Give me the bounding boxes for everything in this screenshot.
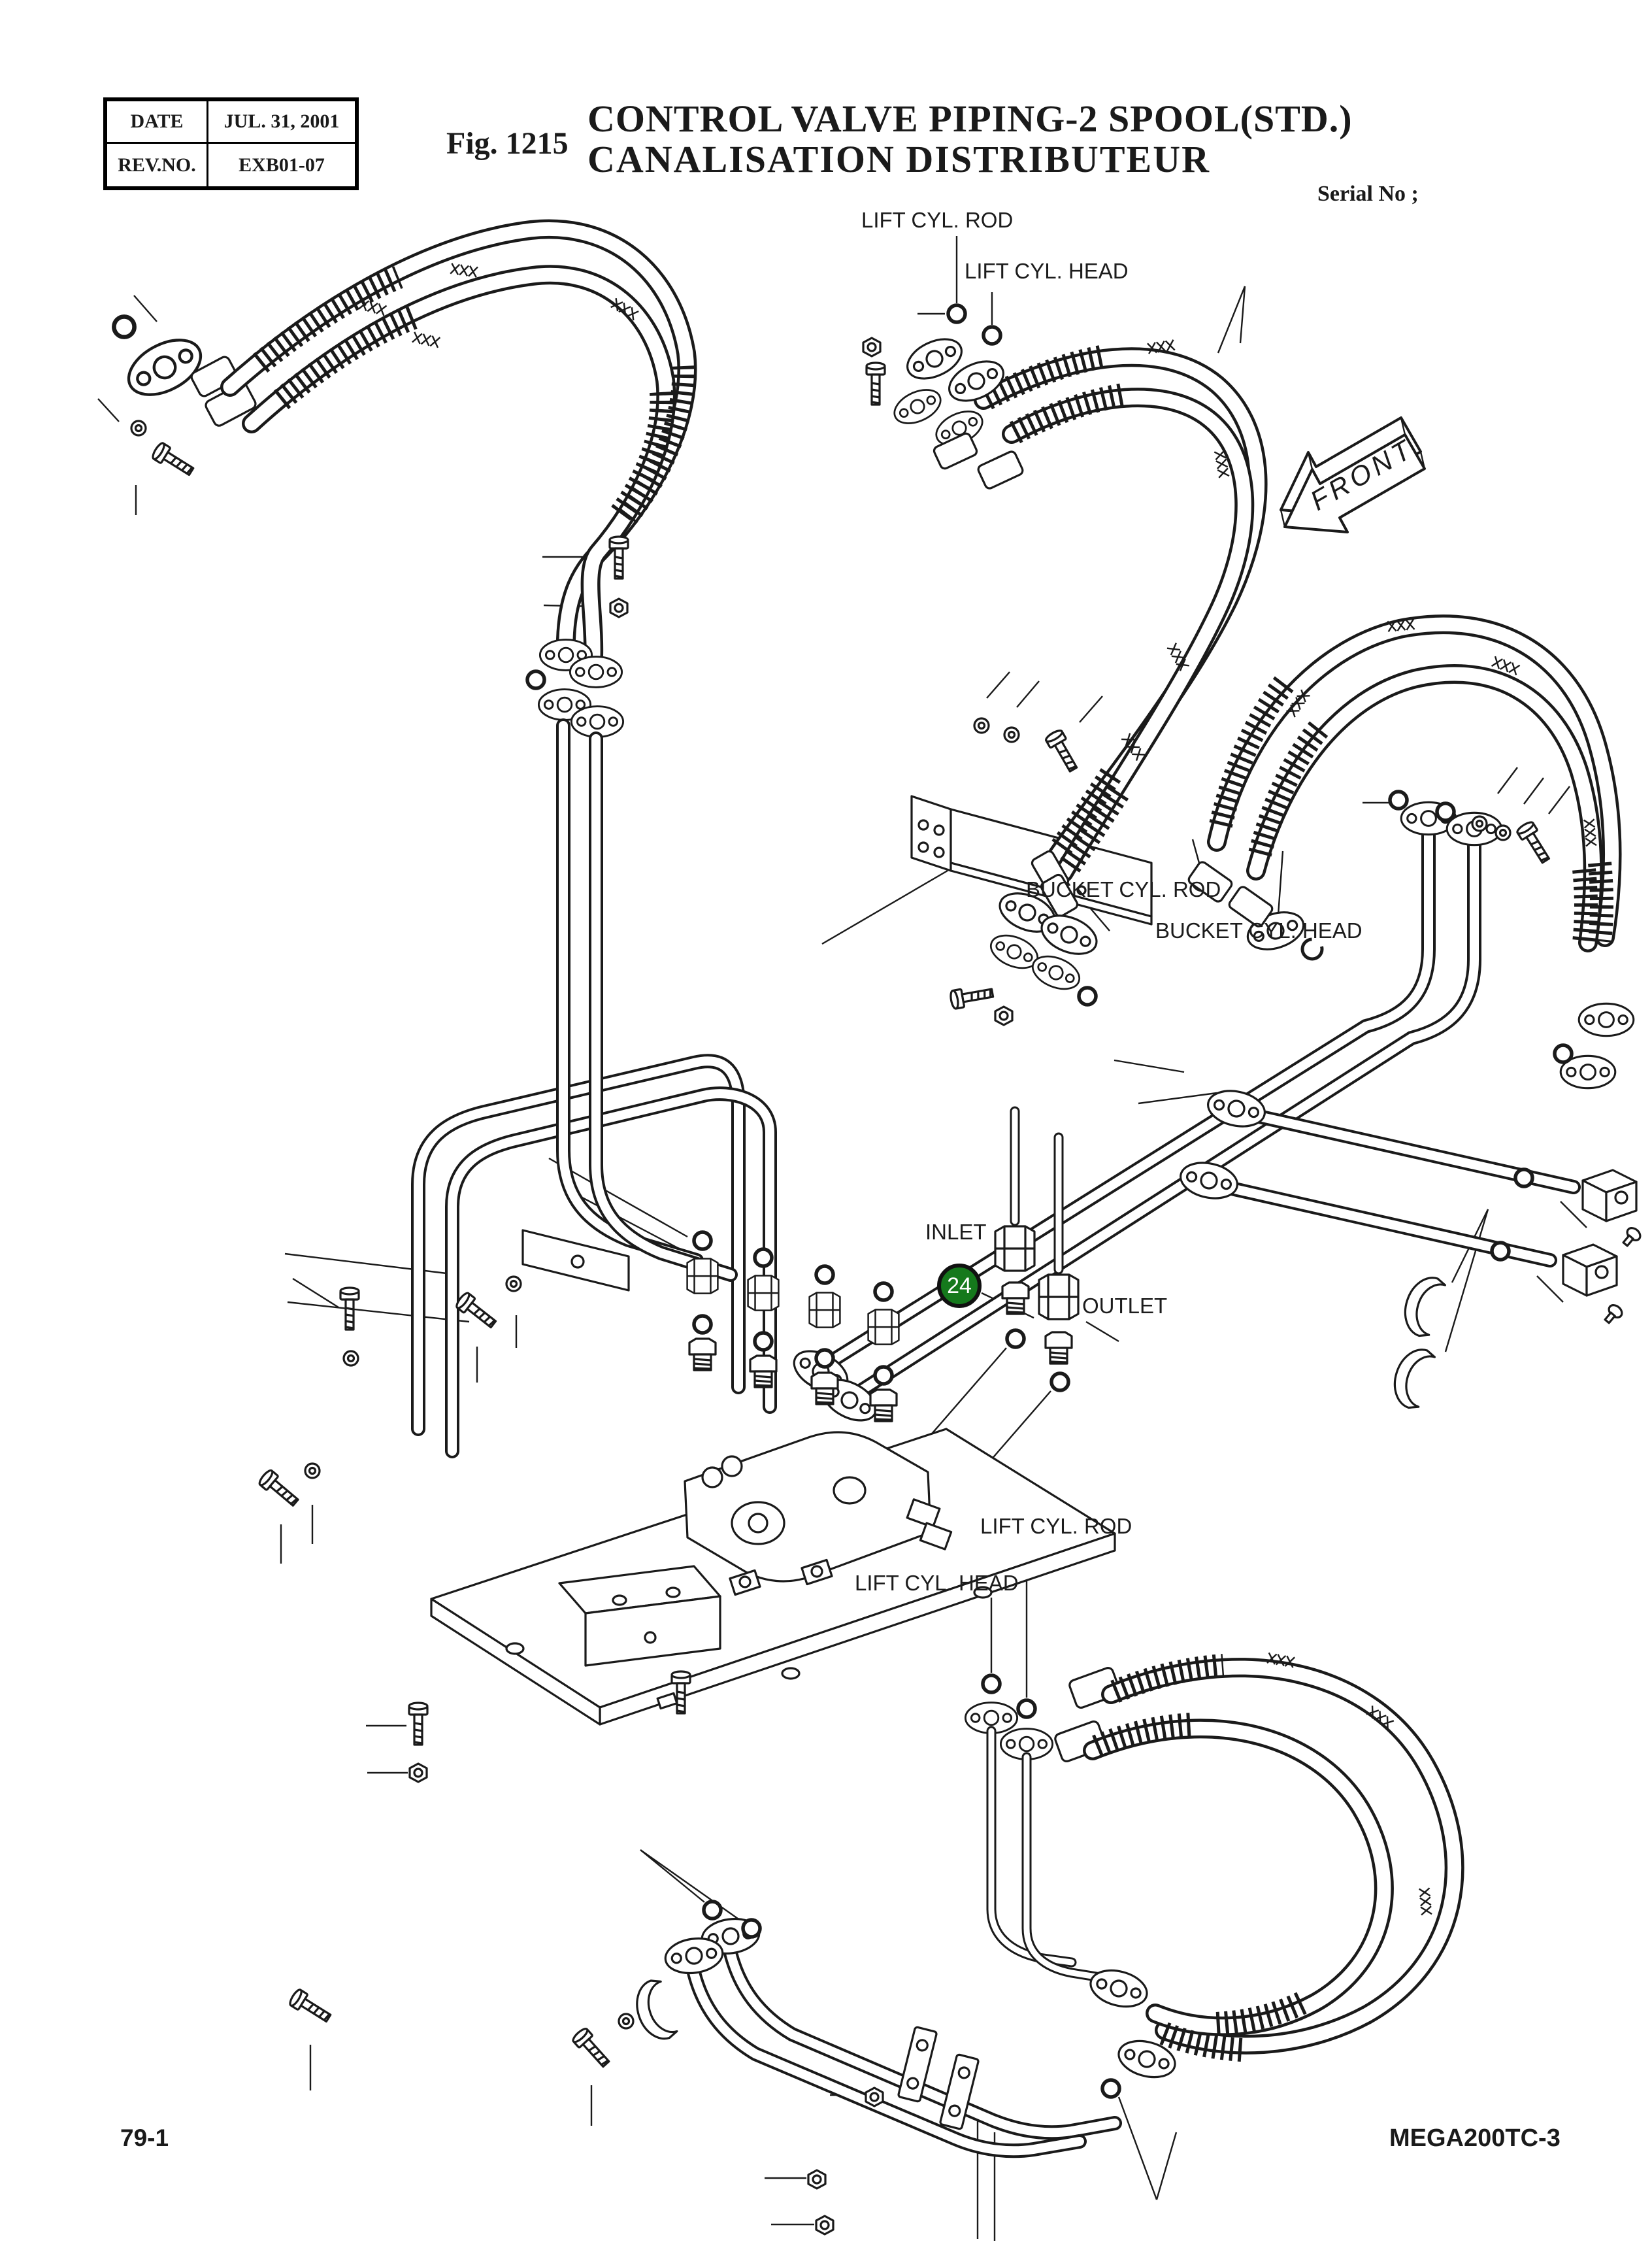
screw-icon (1619, 1224, 1644, 1250)
label-outlet: OUTLET (1082, 1294, 1168, 1318)
model-code: MEGA200TC-3 (1389, 2124, 1561, 2152)
bottom-bracket (558, 1565, 721, 1667)
page-number: 79-1 (120, 2124, 169, 2151)
flange-icon (120, 329, 210, 406)
page-title-french: CANALISATION DISTRIBUTEUR (587, 138, 1210, 180)
control-valve-rigid-pipes (411, 792, 1503, 1458)
serial-no-label: Serial No ; (1317, 182, 1419, 206)
outlet-fitting-icon (1038, 1273, 1080, 1320)
label-lift-cyl-rod-bottom: LIFT CYL. ROD (980, 1514, 1132, 1538)
screw-icon (1600, 1301, 1626, 1327)
date-label: DATE (107, 101, 208, 144)
revision-table: DATE JUL. 31, 2001 REV.NO. EXB01-07 (103, 97, 359, 190)
lift-cylinder-hose-assembly-bottom (287, 1565, 1464, 2236)
page-title-english: CONTROL VALVE PIPING-2 SPOOL(STD.) (587, 97, 1353, 140)
control-valve-body (684, 1431, 953, 1596)
label-lift-cyl-rod-top: LIFT CYL. ROD (861, 208, 1014, 232)
front-direction-arrow: FRONT (1280, 416, 1426, 533)
part-callout-24[interactable]: 24 (937, 1264, 982, 1308)
figure-number: Fig. 1215 (446, 126, 569, 161)
top-left-hose-assembly (114, 219, 738, 1333)
o-ring-icon (114, 316, 134, 337)
o-ring-icon (948, 305, 965, 322)
rev-no-value: EXB01-07 (239, 154, 325, 176)
label-lift-cyl-head-bottom: LIFT CYL. HEAD (855, 1571, 1019, 1595)
rev-no-label: REV.NO. (107, 144, 208, 186)
label-lift-cyl-head-top: LIFT CYL. HEAD (965, 259, 1129, 283)
right-side-piping (1176, 1084, 1644, 1412)
date-value: JUL. 31, 2001 (208, 101, 355, 144)
pipe-clamp-plate (521, 1229, 630, 1292)
inlet-outlet-fittings (994, 1106, 1080, 1390)
label-bucket-cyl-rod: BUCKET CYL. ROD (1026, 877, 1221, 901)
part-24-adapter-icon (1001, 1281, 1030, 1315)
label-bucket-cyl-head: BUCKET CYL. HEAD (1155, 918, 1363, 943)
label-inlet: INLET (925, 1220, 987, 1244)
lift-cylinder-hose-assembly-top (862, 305, 1322, 1026)
inlet-fitting-icon (994, 1225, 1036, 1272)
bucket-cylinder-hose-assembly (1187, 614, 1635, 1090)
o-ring-icon (983, 327, 1000, 344)
bolt-icon (150, 440, 197, 480)
pipe-clamp-shell-icon (1396, 1270, 1447, 1340)
pipe-clamp-shell-icon (1386, 1342, 1437, 1412)
